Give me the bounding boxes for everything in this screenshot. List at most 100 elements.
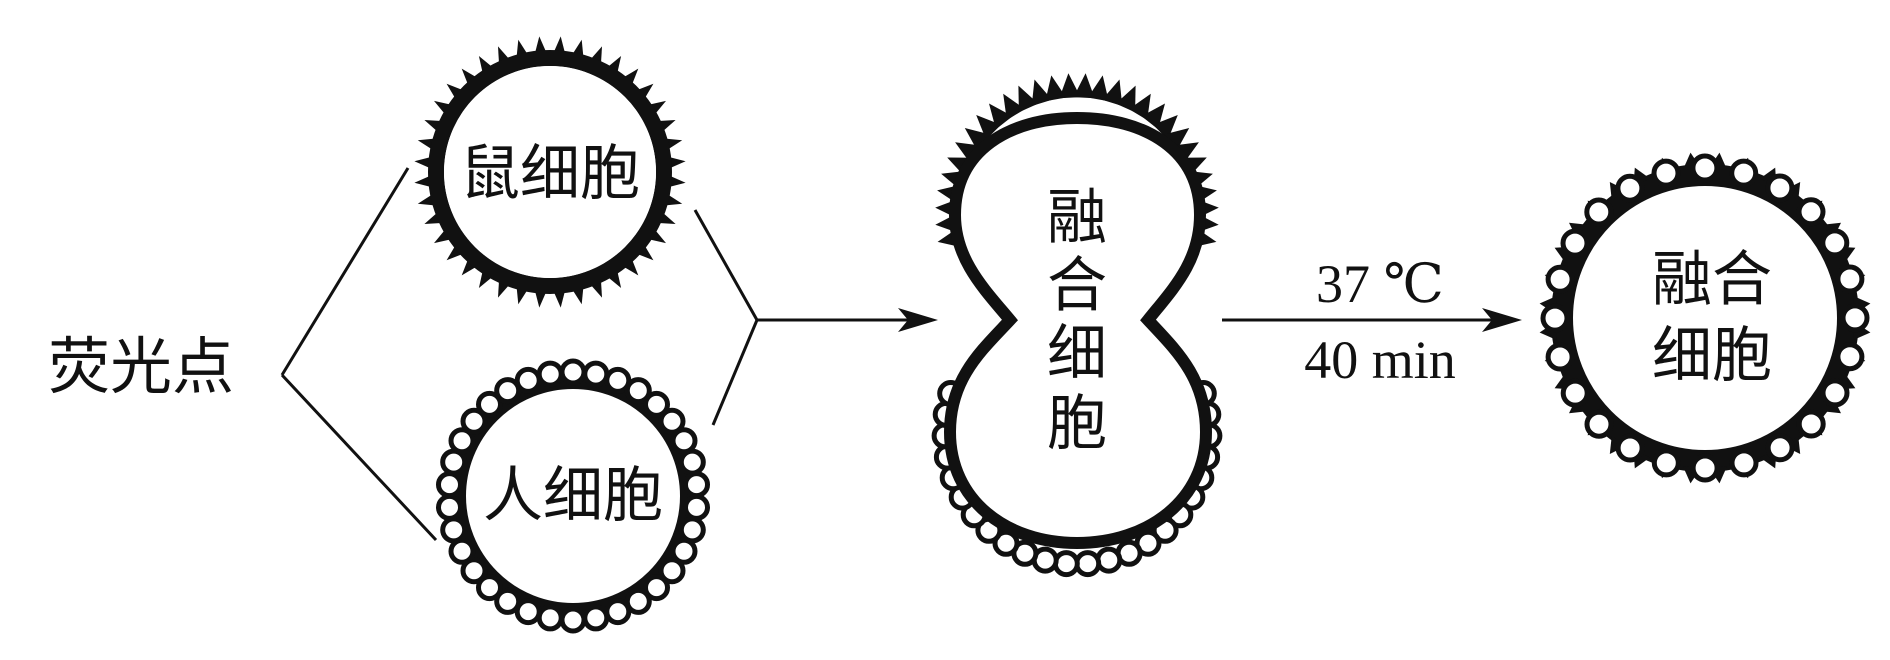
human-cell-interior [467, 390, 679, 602]
fused-cell-middle-char-3: 细 [1047, 319, 1107, 389]
human-cell-membrane-beads [436, 358, 710, 634]
final-cell-interior [1575, 188, 1835, 448]
membrane-bead [1651, 158, 1681, 188]
membrane-bead [1690, 453, 1720, 483]
membrane-bead [1615, 173, 1645, 203]
membrane-bead [1796, 197, 1826, 227]
membrane-bead [1545, 342, 1575, 372]
membrane-bead [536, 360, 564, 388]
final-cell-membrane-beads [1540, 153, 1870, 483]
membrane-bead [536, 604, 564, 632]
membrane-bead [1835, 264, 1865, 294]
membrane-bead [1835, 342, 1865, 372]
label-pointer-lines [280, 167, 438, 542]
pointer-line-mouse [280, 167, 410, 376]
membrane-bead [1560, 378, 1590, 408]
membrane-spike [1018, 85, 1039, 113]
membrane-bead [678, 448, 706, 476]
membrane-bead [448, 427, 476, 455]
fused-cell-middle-char-1: 融 [1047, 183, 1107, 253]
membrane-bead [436, 471, 463, 499]
membrane-bead [559, 606, 587, 634]
membrane-spike [1115, 85, 1136, 113]
membrane-bead [1560, 228, 1590, 258]
merge-bracket [693, 209, 912, 426]
fluorescent-dot-label: 荧光点 [48, 330, 234, 403]
membrane-bead [604, 598, 632, 626]
membrane-bead [476, 390, 503, 418]
membrane-bead [1690, 153, 1720, 183]
membrane-bead [658, 557, 686, 585]
membrane-bead [1095, 546, 1123, 574]
time-label: 40 min [1304, 330, 1456, 390]
membrane-bead [448, 537, 476, 565]
membrane-bead [658, 407, 686, 435]
human-cell-label: 人细胞 [483, 461, 663, 531]
membrane-bead [1796, 409, 1826, 439]
membrane-spike [1129, 93, 1151, 121]
membrane-bead [643, 574, 670, 602]
membrane-spike [1003, 93, 1025, 121]
membrane-bead [460, 557, 488, 585]
arrowhead-2 [1482, 308, 1522, 332]
fused-cell-middle-char-2: 合 [1047, 251, 1107, 321]
membrane-bead [476, 574, 503, 602]
membrane-bead [460, 407, 488, 435]
membrane-spike [1073, 73, 1095, 99]
membrane-bead [624, 587, 652, 615]
fused-cell-final-label-line-1: 融合 [1652, 245, 1772, 315]
membrane-spike [1153, 115, 1178, 140]
membrane-bead [440, 448, 468, 476]
membrane-bead [1540, 303, 1570, 333]
merge-line-top [693, 209, 759, 321]
membrane-spike [955, 142, 982, 164]
membrane-bead [624, 377, 652, 405]
fused-cell-final-label-line-2: 细胞 [1652, 321, 1772, 391]
membrane-spike [1163, 128, 1190, 152]
membrane-bead [1765, 173, 1795, 203]
fused-cell-middle: 融 合 细 胞 [931, 73, 1223, 578]
membrane-bead [643, 390, 670, 418]
membrane-spike [1059, 73, 1081, 99]
mouse-cell: 鼠细胞 [414, 36, 686, 308]
mouse-cell-interior [444, 66, 656, 278]
membrane-bead [494, 377, 522, 405]
membrane-bead [514, 598, 542, 626]
membrane-bead [1840, 303, 1870, 333]
membrane-bead [1074, 550, 1102, 578]
temperature-label: 37 ℃ [1316, 254, 1444, 314]
membrane-bead [1765, 433, 1795, 463]
membrane-bead [582, 604, 610, 632]
membrane-bead [582, 360, 610, 388]
fused-cell-outline [943, 111, 1213, 550]
pointer-line-human [280, 373, 438, 542]
membrane-bead [1729, 448, 1759, 478]
membrane-bead [1584, 409, 1614, 439]
mouse-cell-label: 鼠细胞 [460, 139, 640, 209]
membrane-bead [670, 537, 698, 565]
membrane-bead [494, 587, 522, 615]
membrane-bead [1615, 433, 1645, 463]
membrane-spike [976, 115, 1001, 140]
merge-line-bottom [711, 319, 759, 426]
incubation-step: 37 ℃ 40 min [1222, 254, 1522, 390]
membrane-bead [683, 471, 710, 499]
membrane-bead [683, 493, 710, 521]
membrane-bead [1545, 264, 1575, 294]
membrane-spike [1087, 75, 1109, 102]
membrane-bead [440, 516, 468, 544]
membrane-bead [1820, 228, 1850, 258]
membrane-bead [1729, 158, 1759, 188]
membrane-bead [1052, 550, 1080, 578]
membrane-bead [1651, 448, 1681, 478]
membrane-bead [678, 516, 706, 544]
membrane-bead [604, 366, 632, 394]
membrane-bead [514, 366, 542, 394]
mouse-cell-ring [428, 50, 672, 294]
membrane-bead [1820, 378, 1850, 408]
fused-cell-middle-char-4: 胞 [1047, 389, 1107, 459]
membrane-spike [989, 103, 1013, 130]
membrane-spike [1102, 79, 1123, 106]
fused-cell-final: 融合 细胞 [1539, 152, 1871, 484]
